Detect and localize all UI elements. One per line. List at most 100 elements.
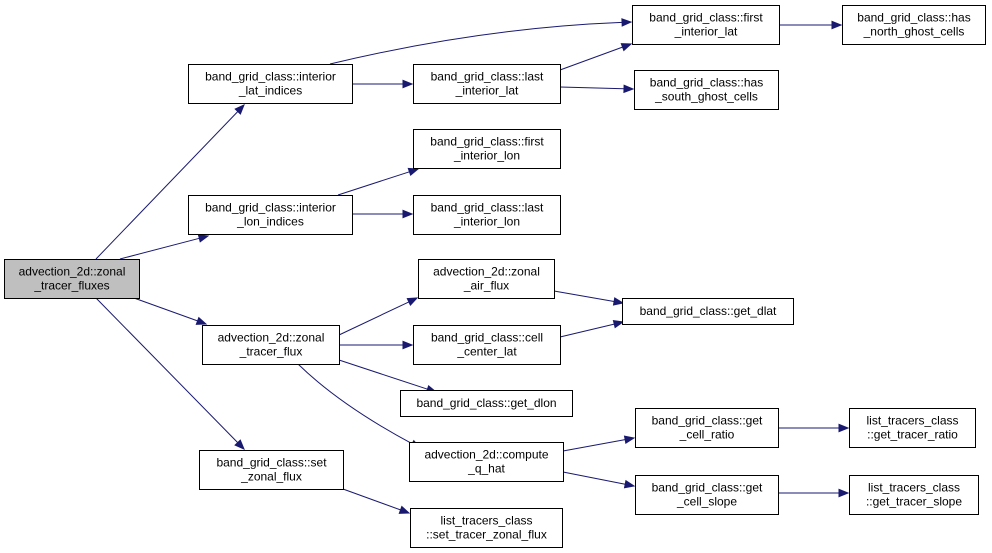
node-label-line: _interior_lon: [453, 215, 520, 229]
node-box: [413, 64, 561, 104]
node-box: [188, 64, 353, 104]
edge-first_interior_lat-to-has_north_ghost_cells: [779, 20, 843, 30]
node-set_tracer_zonal_flux[interactable]: list_tracers_class::set_tracer_zonal_flu…: [410, 508, 563, 548]
arrowhead-icon: [612, 319, 625, 329]
node-interior_lon_indices[interactable]: band_grid_class::interior_lon_indices: [188, 195, 353, 235]
edge-line: [559, 86, 625, 90]
arrowhead-icon: [838, 488, 850, 498]
node-label-line: band_grid_class::get_dlat: [640, 304, 777, 318]
node-label-line: _center_lat: [456, 345, 517, 359]
edge-compute_q_hat-to-get_cell_ratio: [562, 435, 636, 452]
node-label-line: _cell_slope: [676, 495, 737, 509]
node-box: [634, 70, 779, 110]
node-interior_lat_indices[interactable]: band_grid_class::interior_lat_indices: [188, 64, 353, 104]
node-first_interior_lat[interactable]: band_grid_class::first_interior_lat: [632, 5, 780, 45]
node-label-line: advection_2d::zonal: [433, 265, 540, 279]
node-label-line: list_tracers_class: [868, 481, 960, 495]
edge-line: [297, 363, 413, 445]
node-first_interior_lon[interactable]: band_grid_class::first_interior_lon: [413, 129, 561, 169]
node-label-line: list_tracers_class: [440, 514, 532, 528]
node-get_tracer_slope[interactable]: list_tracers_class::get_tracer_slope: [849, 475, 979, 515]
node-label-line: advection_2d::compute: [424, 448, 548, 462]
node-has_south_ghost_cells[interactable]: band_grid_class::has_south_ghost_cells: [634, 70, 779, 110]
node-box: [188, 195, 353, 235]
node-compute_q_hat[interactable]: advection_2d::compute_q_hat: [409, 442, 564, 482]
arrowhead-icon: [620, 43, 633, 52]
node-get_cell_ratio[interactable]: band_grid_class::get_cell_ratio: [635, 408, 779, 448]
node-label-line: _zonal_flux: [240, 470, 302, 484]
arrowhead-icon: [406, 297, 419, 306]
node-label-line: _north_ghost_cells: [863, 25, 965, 39]
edge-get_cell_ratio-to-get_tracer_ratio: [778, 423, 850, 433]
node-label-line: _cell_ratio: [679, 428, 735, 442]
node-label-line: _interior_lon: [453, 149, 520, 163]
node-zonal_air_flux[interactable]: advection_2d::zonal_air_flux: [418, 259, 555, 299]
arrowhead-icon: [402, 340, 414, 350]
arrowhead-icon: [838, 423, 850, 433]
node-label-line: ::set_tracer_zonal_flux: [426, 528, 547, 542]
edge-zonal_tracer_flux-to-cell_center_lat: [339, 340, 414, 350]
node-box: [418, 259, 555, 299]
node-label-line: advection_2d::zonal: [19, 265, 126, 279]
node-label-line: band_grid_class::cell: [431, 331, 543, 345]
node-box: [849, 475, 979, 515]
edge-zonal_tracer_flux-to-zonal_air_flux: [338, 297, 419, 336]
node-box: [842, 5, 986, 45]
edge-line: [562, 439, 626, 452]
node-label-line: band_grid_class::get: [652, 414, 763, 428]
node-last_interior_lon[interactable]: band_grid_class::last_interior_lon: [413, 195, 561, 235]
node-has_north_ghost_cells[interactable]: band_grid_class::has_north_ghost_cells: [842, 5, 986, 45]
node-box: [413, 325, 561, 365]
node-zonal_tracer_fluxes[interactable]: advection_2d::zonal_tracer_fluxes: [4, 259, 140, 299]
arrowhead-icon: [234, 439, 245, 450]
arrowhead-icon: [407, 167, 420, 177]
edge-line: [338, 359, 428, 390]
edge-interior_lon_indices-to-last_interior_lon: [352, 209, 414, 219]
node-label-line: _tracer_fluxes: [33, 279, 109, 293]
edge-compute_q_hat-to-get_cell_slope: [562, 471, 636, 489]
arrowhead-icon: [612, 297, 625, 306]
node-box: [4, 259, 140, 299]
arrowhead-icon: [621, 18, 633, 27]
edges-layer: [95, 18, 850, 514]
node-set_zonal_flux[interactable]: band_grid_class::set_zonal_flux: [199, 450, 344, 490]
node-box: [199, 450, 344, 490]
node-label-line: _air_flux: [463, 279, 509, 293]
node-box: [849, 408, 976, 448]
arrowhead-icon: [195, 316, 208, 325]
edge-line: [119, 237, 200, 260]
node-get_tracer_ratio[interactable]: list_tracers_class::get_tracer_ratio: [849, 408, 976, 448]
node-box: [632, 5, 780, 45]
node-label-line: ::get_tracer_ratio: [867, 428, 958, 442]
node-label-line: _interior_lat: [455, 84, 519, 98]
node-label-line: advection_2d::zonal: [218, 331, 325, 345]
node-box: [202, 325, 340, 365]
node-zonal_tracer_flux[interactable]: advection_2d::zonal_tracer_flux: [202, 325, 340, 365]
node-label-line: _lon_indices: [236, 215, 304, 229]
node-cell_center_lat[interactable]: band_grid_class::cell_center_lat: [413, 325, 561, 365]
node-label-line: band_grid_class::get: [652, 481, 763, 495]
edge-line: [95, 111, 239, 260]
node-box: [410, 508, 563, 548]
edge-set_zonal_flux-to-set_tracer_zonal_flux: [342, 488, 411, 514]
arrowhead-icon: [398, 505, 411, 514]
arrowhead-icon: [623, 84, 635, 94]
node-label-line: band_grid_class::last: [431, 201, 544, 215]
edge-line: [133, 297, 198, 322]
nodes-layer: advection_2d::zonal_tracer_fluxesband_gr…: [4, 5, 986, 548]
node-label-line: band_grid_class::first: [430, 135, 544, 149]
node-box: [413, 129, 561, 169]
node-label-line: ::get_tracer_slope: [866, 495, 962, 509]
edge-zonal_air_flux-to-get_dlat: [553, 290, 625, 306]
edge-interior_lon_indices-to-first_interior_lon: [337, 167, 420, 196]
edge-line: [553, 290, 615, 302]
edge-zonal_tracer_fluxes-to-set_zonal_flux: [95, 297, 245, 450]
node-get_dlon[interactable]: band_grid_class::get_dlon: [400, 390, 573, 417]
edge-last_interior_lat-to-first_interior_lat: [559, 43, 633, 71]
node-get_cell_slope[interactable]: band_grid_class::get_cell_slope: [635, 475, 779, 515]
node-get_dlat[interactable]: band_grid_class::get_dlat: [622, 298, 794, 325]
node-last_interior_lat[interactable]: band_grid_class::last_interior_lat: [413, 64, 561, 104]
node-box: [409, 442, 564, 482]
edge-line: [559, 323, 615, 338]
